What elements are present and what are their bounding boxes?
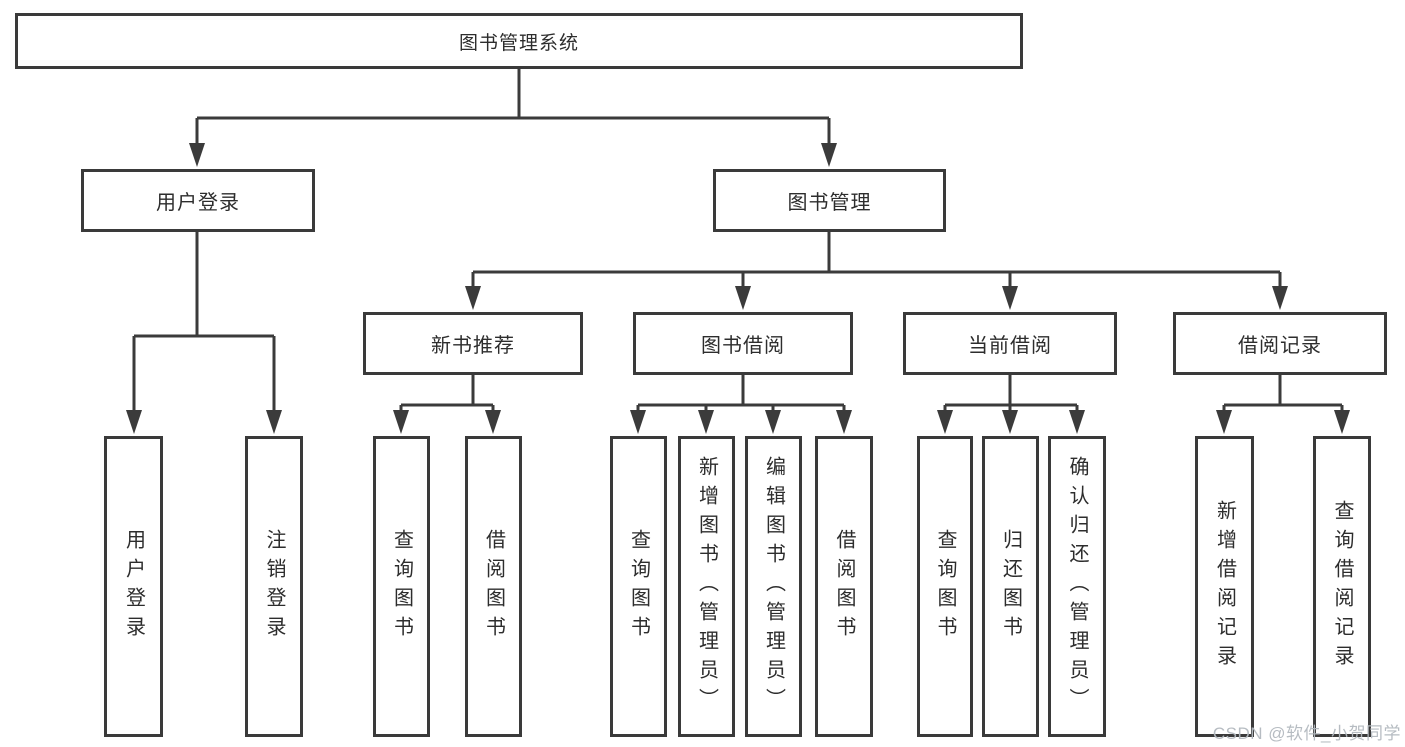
connector-borrowing-records-to-leaves: [1222, 375, 1344, 412]
leaf-query-books-borrowing: 查询图书: [610, 436, 667, 737]
leaf-logout: 注销登录: [245, 436, 303, 737]
connector-book-borrowing-to-leaves: [636, 375, 846, 412]
node-book-management: 图书管理: [713, 169, 946, 232]
node-borrowing-records: 借阅记录: [1173, 312, 1387, 375]
leaf-query-books-new-book: 查询图书: [373, 436, 430, 737]
node-user-login: 用户登录: [81, 169, 315, 232]
leaf-add-borrow-record: 新增借阅记录: [1195, 436, 1254, 737]
leaf-return-books: 归还图书: [982, 436, 1039, 737]
csdn-watermark: CSDN @软件_小贺同学: [1212, 724, 1401, 743]
leaf-user-login: 用户登录: [104, 436, 163, 737]
leaf-edit-books-admin: 编辑图书（管理员）: [745, 436, 802, 737]
leaf-add-books-admin: 新增图书（管理员）: [678, 436, 735, 737]
leaf-query-borrow-record: 查询借阅记录: [1313, 436, 1371, 737]
connector-new-book-to-leaves: [399, 375, 495, 412]
leaf-borrow-books-borrowing: 借阅图书: [815, 436, 873, 737]
leaf-confirm-return-admin: 确认归还（管理员）: [1048, 436, 1106, 737]
connector-user-login-to-leaves: [132, 232, 276, 412]
node-new-book-recommend: 新书推荐: [363, 312, 583, 375]
connector-root-to-level2: [195, 69, 831, 145]
node-current-borrowing: 当前借阅: [903, 312, 1117, 375]
leaf-query-books-current: 查询图书: [917, 436, 973, 737]
node-book-borrowing: 图书借阅: [633, 312, 853, 375]
connector-current-borrowing-to-leaves: [943, 375, 1079, 412]
connector-book-management-to-level3: [471, 232, 1282, 288]
leaf-borrow-books-new-book: 借阅图书: [465, 436, 522, 737]
node-root-library-system: 图书管理系统: [15, 13, 1023, 69]
